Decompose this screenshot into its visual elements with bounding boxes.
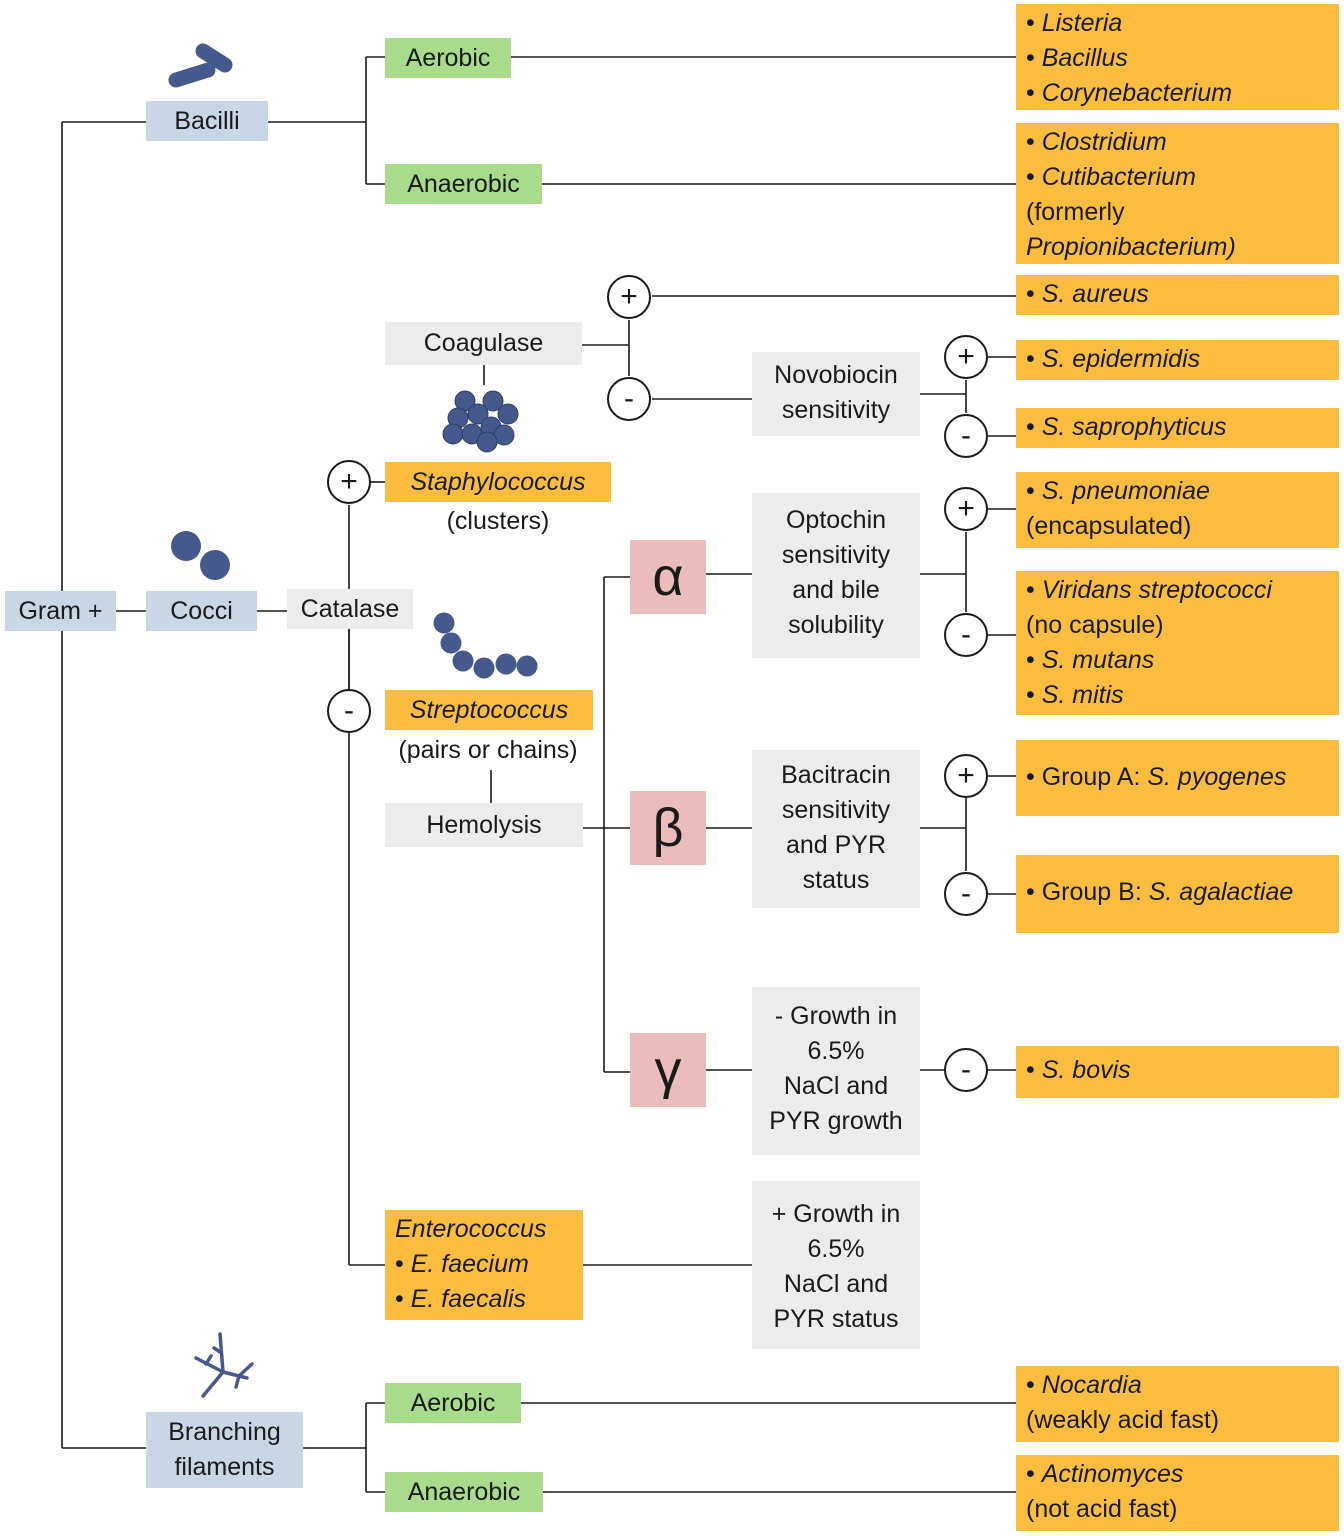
hemolysis-test-node: Hemolysis [385,803,583,847]
bacilli-aerobic-organisms: • Listeria • Bacillus • Corynebacterium [1016,4,1339,110]
bacitracin-negative-sign: - [944,872,988,916]
coagulase-test-node: Coagulase [385,322,582,365]
cocci-node: Cocci [146,591,257,631]
branching-filaments-node: Branching filaments [146,1412,303,1488]
aureus-box: • S. aureus [1016,275,1339,315]
viridans-box: • Viridans streptococci (no capsule) • S… [1016,571,1339,715]
organism-cutibacterium: • Cutibacterium [1026,163,1196,191]
pneumoniae-box: • S. pneumoniae (encapsulated) [1016,472,1339,548]
staphylococcus-node: Staphylococcus [385,462,611,502]
bacilli-anaerobic-organisms: • Clostridium • Cutibacterium (formerly … [1016,123,1339,264]
staphylococcus-subtitle: (clusters) [446,507,550,535]
bacilli-node: Bacilli [146,101,268,141]
diplococcus-icon [171,531,230,580]
catalase-negative-sign: - [327,689,371,733]
epidermidis-box: • S. epidermidis [1016,340,1339,380]
bacillus-icon [168,43,233,88]
novobiocin-negative-sign: - [944,414,988,458]
coagulase-negative-sign: - [607,377,651,421]
gamma-growth-test-node: - Growth in 6.5% NaCl and PYR growth [752,987,920,1155]
branching-aerobic-node: Aerobic [385,1383,521,1423]
gamma-negative-sign: - [944,1048,988,1092]
catalase-positive-sign: + [327,460,371,504]
novobiocin-positive-sign: + [944,335,988,379]
actinomyces-box: • Actinomyces (not acid fast) [1016,1455,1339,1531]
bacilli-anaerobic-node: Anaerobic [385,164,542,204]
catalase-test-node: Catalase [287,589,413,629]
pyogenes-box: • Group A: S. pyogenes [1016,740,1339,816]
organism-listeria: • Listeria [1026,9,1123,37]
staph-cluster-icon [442,390,519,453]
strep-chain-icon [433,612,538,679]
streptococcus-subtitle: (pairs or chains) [398,736,578,764]
beta-hemolysis-node: β [630,791,706,865]
entero-growth-test-node: + Growth in 6.5% NaCl and PYR status [752,1181,920,1349]
bacilli-aerobic-node: Aerobic [385,38,511,78]
alpha-hemolysis-node: α [630,540,706,614]
note-formerly: (formerly [1026,198,1125,226]
organism-corynebacterium: • Corynebacterium [1026,79,1233,107]
enterococcus-box: Enterococcus • E. faecium • E. faecalis [385,1210,583,1320]
gamma-hemolysis-node: γ [630,1033,706,1107]
coagulase-positive-sign: + [607,275,651,319]
novobiocin-test-node: Novobiocin sensitivity [752,352,920,436]
organism-clostridium: • Clostridium [1026,128,1167,156]
bacitracin-test-node: Bacitracin sensitivity and PYR status [752,750,920,908]
optochin-positive-sign: + [944,487,988,531]
optochin-test-node: Optochin sensitivity and bile solubility [752,493,920,658]
saprophyticus-box: • S. saprophyticus [1016,408,1339,448]
gram-positive-node: Gram + [5,591,116,631]
branching-anaerobic-node: Anaerobic [385,1472,543,1512]
bovis-box: • S. bovis [1016,1046,1339,1098]
note-propionibacterium: Propionibacterium) [1026,233,1236,261]
organism-bacillus: • Bacillus [1026,44,1128,72]
bacitracin-positive-sign: + [944,754,988,798]
streptococcus-node: Streptococcus [385,690,593,730]
agalactiae-box: • Group B: S. agalactiae [1016,855,1339,933]
optochin-negative-sign: - [944,613,988,657]
nocardia-box: • Nocardia (weakly acid fast) [1016,1366,1339,1442]
branching-filament-icon [194,1332,254,1398]
